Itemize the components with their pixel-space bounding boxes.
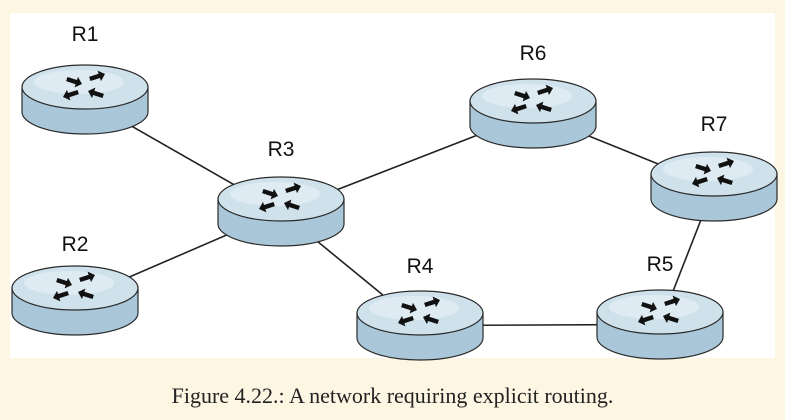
router-r5 bbox=[596, 289, 724, 360]
router-arrows-icon bbox=[638, 295, 680, 326]
router-label-r5: R5 bbox=[647, 253, 674, 276]
router-label-r3: R3 bbox=[268, 138, 295, 161]
router-r1 bbox=[21, 64, 149, 135]
router-arrows-icon bbox=[53, 271, 95, 302]
links-layer bbox=[74, 98, 715, 327]
router-arrows-icon bbox=[259, 182, 301, 213]
router-label-r2: R2 bbox=[62, 233, 89, 256]
router-r3 bbox=[217, 176, 345, 247]
router-r2 bbox=[11, 265, 139, 336]
router-r7 bbox=[650, 151, 778, 222]
router-arrows-icon bbox=[63, 70, 105, 101]
router-label-r1: R1 bbox=[72, 23, 99, 46]
router-r6 bbox=[469, 78, 597, 149]
router-arrows-icon bbox=[511, 84, 553, 115]
router-label-r6: R6 bbox=[520, 42, 547, 65]
figure-caption: Figure 4.22.: A network requiring explic… bbox=[171, 383, 614, 408]
router-arrows-icon bbox=[398, 296, 440, 327]
router-label-r4: R4 bbox=[407, 255, 434, 278]
router-label-r7: R7 bbox=[701, 113, 728, 136]
router-arrows-icon bbox=[692, 157, 734, 188]
router-r4 bbox=[356, 290, 484, 361]
